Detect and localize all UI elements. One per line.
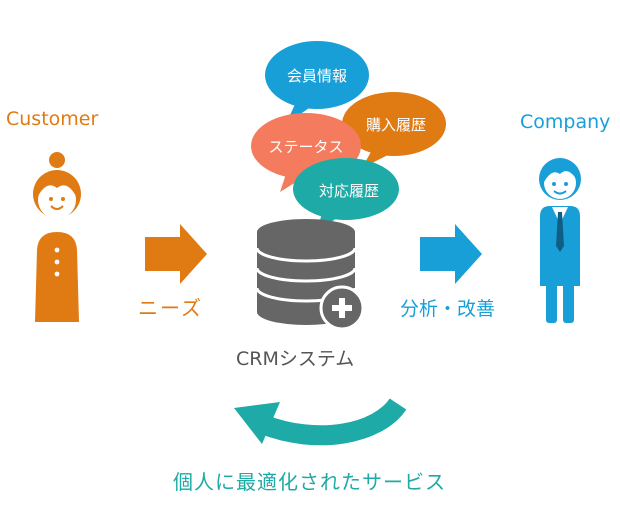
personalized-service-label: 個人に最適化されたサービス: [173, 470, 446, 494]
member-info-bubble: 会員情報: [265, 41, 369, 124]
customer-figure-icon: [33, 152, 81, 322]
response-history-bubble: 対応履歴: [293, 158, 399, 232]
crm-system-label: CRMシステム: [236, 348, 355, 370]
analysis-label: 分析・改善: [400, 298, 496, 320]
company-label: Company: [520, 111, 611, 133]
needs-label: ニーズ: [138, 296, 203, 320]
needs-arrow-icon: [145, 224, 207, 284]
purchase-history-text: 購入履歴: [366, 116, 426, 134]
feedback-arrow-icon: [234, 397, 407, 446]
purchase-history-bubble: 購入履歴: [342, 92, 446, 168]
member-info-text: 会員情報: [287, 67, 347, 85]
response-history-text: 対応履歴: [319, 182, 379, 200]
plus-icon: [319, 285, 365, 331]
database-icon: [255, 219, 357, 325]
status-bubble: ステータス: [251, 113, 361, 192]
status-text: ステータス: [268, 138, 343, 156]
company-figure-icon: [539, 158, 581, 323]
analysis-arrow-icon: [420, 224, 482, 284]
customer-label: Customer: [6, 108, 99, 130]
